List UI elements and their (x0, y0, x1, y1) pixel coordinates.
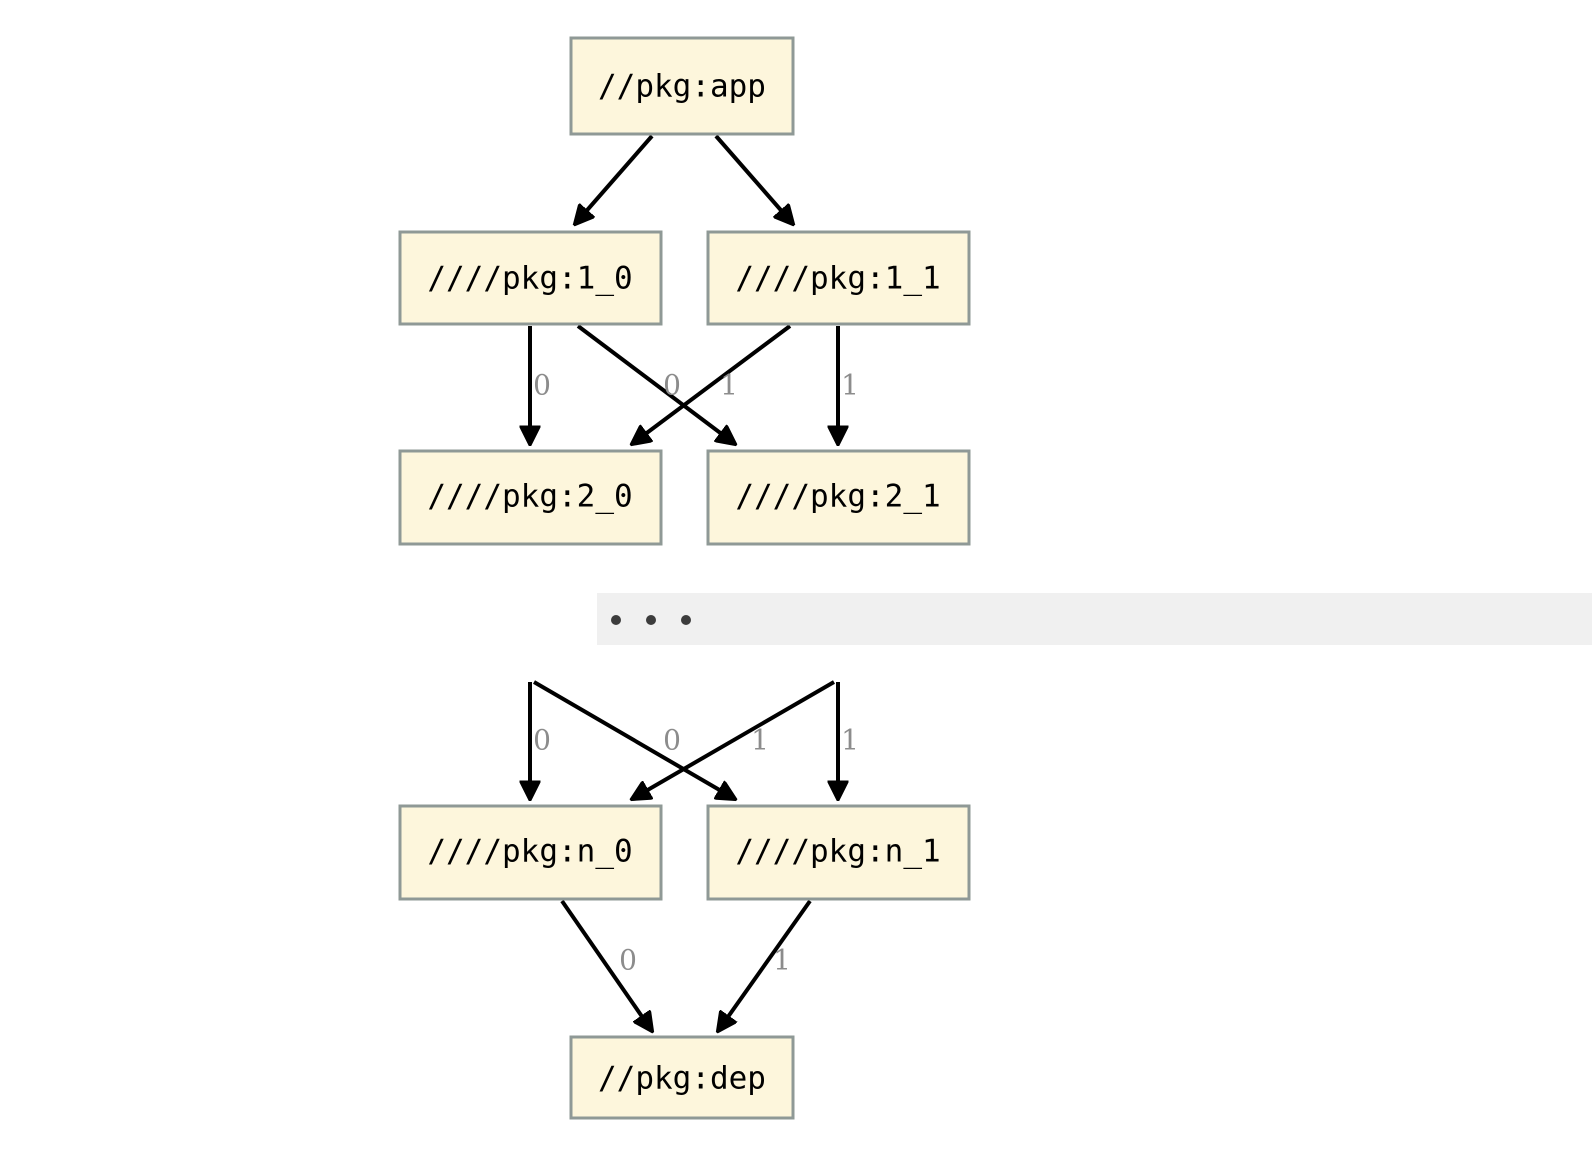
edge-to-n_1-cross: 0 (532, 680, 735, 799)
node-dep[interactable]: //pkg:dep (569, 1035, 795, 1120)
edge-line (632, 680, 836, 799)
ellipsis-dot (681, 615, 691, 625)
ellipsis-separator (597, 593, 1592, 645)
node-box[interactable] (569, 36, 795, 136)
ellipsis-band (597, 593, 1592, 645)
node-pkg-n_1[interactable]: ////pkg:n_1 (706, 804, 971, 901)
node-pkg-1_0[interactable]: ////pkg:1_0 (398, 230, 663, 326)
edge-to-n_0-straight: 0 (530, 682, 551, 799)
edge-label-1: 1 (841, 369, 859, 402)
node-box[interactable] (706, 230, 971, 326)
edge-label-1: 1 (841, 724, 859, 757)
edge-1_0-to-2_1: 0 (576, 324, 735, 444)
edge-line (532, 680, 735, 799)
edge-label-1: 1 (773, 944, 791, 977)
edge-label-0: 0 (533, 369, 551, 402)
edge-label-0: 0 (663, 369, 681, 402)
node-pkg-2_0[interactable]: ////pkg:2_0 (398, 449, 663, 546)
edge-label-0: 0 (663, 724, 681, 757)
node-box[interactable] (398, 449, 663, 546)
node-box[interactable] (706, 449, 971, 546)
edge-line (576, 324, 735, 444)
ellipsis-dot (611, 615, 621, 625)
node-box[interactable] (569, 1035, 795, 1120)
edge-label-0: 0 (533, 724, 551, 757)
edge-line (714, 134, 793, 224)
edge-label-1: 1 (720, 369, 738, 402)
edge-label-0: 0 (619, 944, 637, 977)
node-label: ////pkg:1_0 (427, 261, 632, 297)
edge-to-n_1-straight: 1 (838, 682, 859, 799)
node-label: ////pkg:2_1 (735, 479, 940, 515)
node-box[interactable] (706, 804, 971, 901)
edge-1_0-to-2_0: 0 (530, 326, 551, 444)
edge-app-to-1_1 (714, 134, 793, 224)
node-label: ////pkg:2_0 (427, 479, 632, 515)
edge-line (560, 899, 652, 1031)
node-label: ////pkg:n_1 (735, 834, 940, 870)
edge-line (575, 134, 654, 224)
edge-n_0-to-dep: 0 (560, 899, 652, 1031)
node-pkg-1_1[interactable]: ////pkg:1_1 (706, 230, 971, 326)
edge-n_1-to-dep: 1 (718, 899, 812, 1031)
node-box[interactable] (398, 804, 663, 901)
node-label: ////pkg:n_0 (427, 834, 632, 870)
node-box[interactable] (398, 230, 663, 326)
edge-line (718, 899, 812, 1031)
edge-line (632, 324, 792, 444)
node-label: //pkg:dep (598, 1061, 766, 1097)
edge-app-to-1_0 (575, 134, 654, 224)
node-label: //pkg:app (598, 69, 766, 105)
edge-1_1-to-2_0: 1 (632, 324, 792, 444)
edge-to-n_0-cross: 1 (632, 680, 836, 799)
edge-label-1: 1 (751, 724, 769, 757)
node-pkg-2_1[interactable]: ////pkg:2_1 (706, 449, 971, 546)
edge-1_1-to-2_1: 1 (838, 326, 859, 444)
node-app[interactable]: //pkg:app (569, 36, 795, 136)
ellipsis-dot (646, 615, 656, 625)
node-label: ////pkg:1_1 (735, 261, 940, 297)
node-pkg-n_0[interactable]: ////pkg:n_0 (398, 804, 663, 901)
